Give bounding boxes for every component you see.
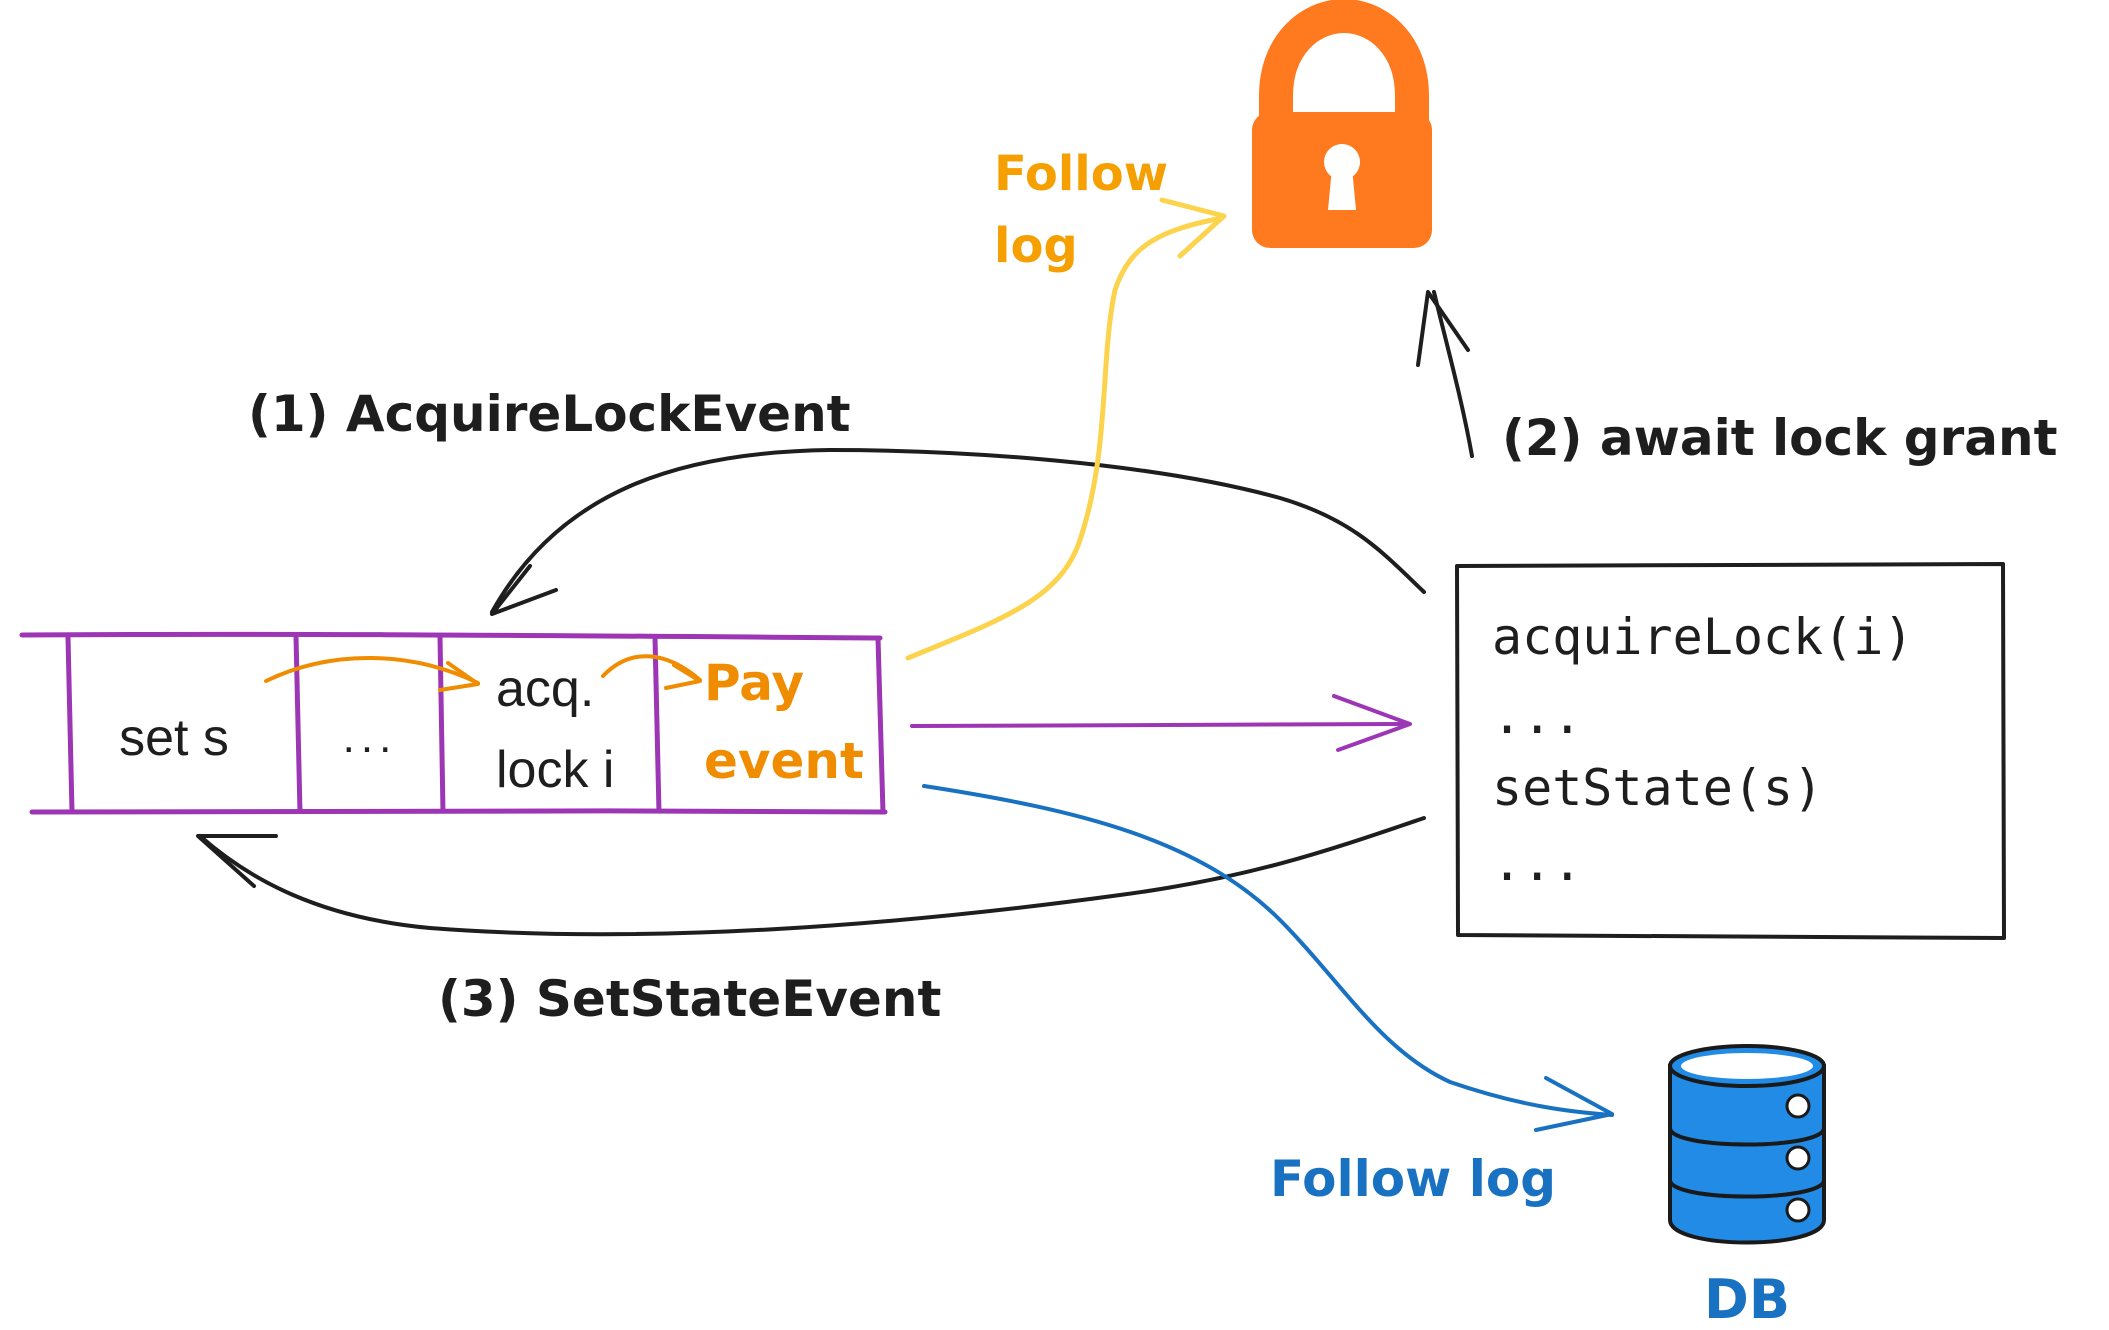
event-log: set s ... acq. lock i Pay event bbox=[19, 631, 888, 815]
code-line-ellipsis-1: ... bbox=[1492, 687, 1582, 745]
log-cell-set-s: set s bbox=[119, 709, 229, 767]
label-follow-log-lock-line2: log bbox=[994, 218, 1078, 274]
purple-arrow-shaft bbox=[910, 721, 1410, 728]
acquire-arrowhead bbox=[490, 564, 558, 616]
db-top-inner bbox=[1681, 1053, 1813, 1079]
acquire-arrow-shaft bbox=[490, 447, 1426, 614]
db-led-1 bbox=[1785, 1093, 1811, 1119]
follow-log-lock-arrow bbox=[905, 197, 1227, 661]
orange-arrow-1 bbox=[264, 656, 480, 685]
label-follow-log-db: Follow log bbox=[1270, 1150, 1556, 1208]
setstate-arrow-shaft bbox=[198, 816, 1426, 937]
blue-arrowhead bbox=[1534, 1076, 1614, 1132]
log-cell-pay-line2: event bbox=[704, 732, 864, 790]
await-arrow-shaft bbox=[1432, 290, 1474, 458]
log-divider bbox=[65, 636, 75, 813]
log-cell-pay-line1: Pay bbox=[704, 654, 804, 712]
blue-arrow-shaft bbox=[922, 784, 1614, 1117]
orange-arrowhead-1 bbox=[438, 661, 480, 692]
db-ring-1 bbox=[1668, 1127, 1826, 1147]
code-line-setstate: setState(s) bbox=[1492, 759, 1823, 817]
db-led-3 bbox=[1785, 1197, 1811, 1223]
setstate-arrowhead bbox=[196, 834, 278, 888]
database-icon bbox=[1668, 1044, 1826, 1245]
yellow-arrow-shaft bbox=[905, 215, 1225, 661]
label-await-lock-grant: (2) await lock grant bbox=[1502, 409, 2058, 467]
db-ring-2 bbox=[1668, 1179, 1826, 1199]
follow-log-db-arrow bbox=[922, 784, 1614, 1132]
await-arrowhead bbox=[1416, 290, 1470, 367]
acquire-lock-event-arrow bbox=[490, 447, 1426, 616]
orange-arrow-2 bbox=[601, 654, 702, 682]
code-line-acquire: acquireLock(i) bbox=[1492, 608, 1913, 666]
purple-arrowhead bbox=[1332, 694, 1412, 752]
db-led-2 bbox=[1785, 1145, 1811, 1171]
await-grant-arrow bbox=[1416, 290, 1474, 458]
log-cell-acq-line1: acq. bbox=[496, 660, 594, 718]
log-progress-arrows bbox=[264, 654, 702, 692]
label-set-state-event: (3) SetStateEvent bbox=[438, 970, 941, 1028]
log-divider bbox=[437, 635, 446, 814]
lock-shackle bbox=[1259, 0, 1429, 139]
set-state-event-arrow bbox=[196, 816, 1426, 937]
log-cell-ellipsis: ... bbox=[343, 713, 398, 762]
label-db: DB bbox=[1704, 1268, 1790, 1330]
log-to-code-arrow bbox=[910, 694, 1412, 752]
label-follow-log-lock-line1: Follow bbox=[994, 146, 1168, 202]
lock-keyhole-slot bbox=[1328, 168, 1356, 210]
code-line-ellipsis-2: ... bbox=[1492, 834, 1582, 892]
log-bottom-edge bbox=[29, 808, 888, 815]
orange-arrowhead-2 bbox=[664, 663, 702, 690]
log-top-edge bbox=[19, 631, 883, 641]
log-divider bbox=[875, 637, 886, 814]
lock-icon bbox=[1252, 0, 1432, 248]
yellow-arrowhead bbox=[1159, 197, 1227, 259]
label-acquire-lock-event: (1) AcquireLockEvent bbox=[248, 385, 851, 443]
code-box-outline bbox=[1455, 562, 2006, 940]
log-cell-acq-line2: lock i bbox=[496, 741, 614, 799]
log-divider bbox=[293, 635, 303, 814]
db-body bbox=[1668, 1064, 1826, 1245]
code-box: acquireLock(i) ... setState(s) ... bbox=[1455, 562, 2006, 940]
log-divider bbox=[652, 636, 662, 814]
